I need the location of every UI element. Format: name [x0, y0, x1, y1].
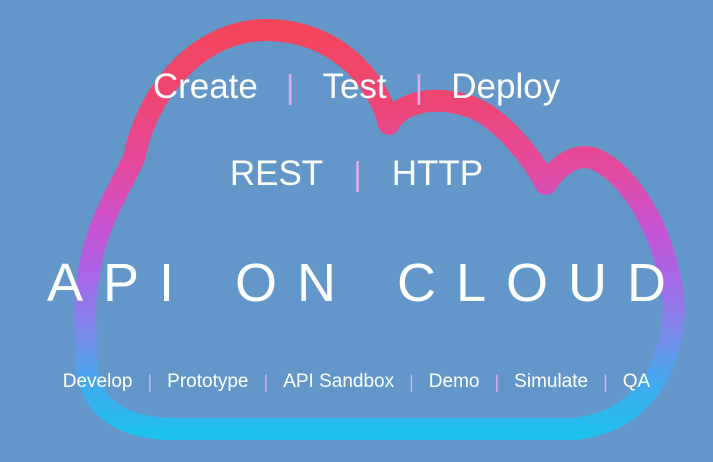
banner-title-text: API ON CLOUD: [46, 253, 687, 313]
separator-bar: |: [147, 371, 153, 392]
label-simulate: Simulate: [514, 371, 589, 392]
menu-row-lifecycle: Create | Test | Deploy: [0, 64, 713, 110]
label-create: Create: [152, 67, 258, 106]
separator-bar: |: [353, 155, 362, 192]
menu-row-protocols: REST | HTTP: [0, 151, 713, 197]
label-deploy: Deploy: [451, 67, 561, 106]
menu-row-features: Develop | Prototype | API Sandbox | Demo…: [0, 368, 713, 396]
separator-bar: |: [414, 68, 424, 105]
label-api-sandbox: API Sandbox: [283, 371, 395, 392]
separator-bar: |: [263, 371, 269, 392]
label-demo: Demo: [428, 371, 480, 392]
separator-bar: |: [409, 371, 414, 392]
label-develop: Develop: [62, 371, 133, 392]
label-test: Test: [322, 67, 387, 106]
separator-bar: |: [285, 68, 295, 105]
label-rest: REST: [229, 154, 324, 193]
label-prototype: Prototype: [167, 371, 249, 392]
banner-title: API ON CLOUD: [0, 245, 713, 321]
separator-bar: |: [603, 371, 608, 392]
cloud-outline-path: [74, 18, 685, 440]
label-http: HTTP: [391, 154, 484, 193]
label-qa: QA: [622, 371, 651, 392]
separator-bar: |: [494, 371, 500, 392]
